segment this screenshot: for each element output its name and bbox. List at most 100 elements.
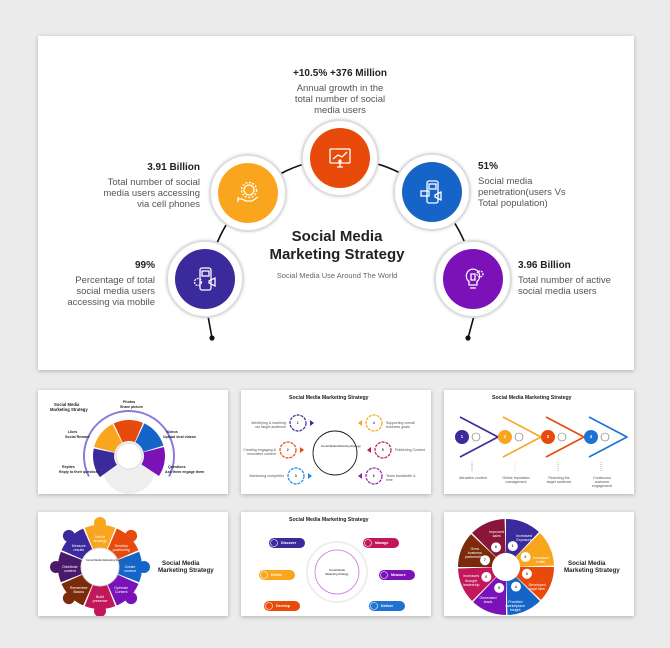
outer-ring — [306, 541, 368, 603]
number-label: 3 — [294, 473, 297, 478]
item-subheading: Ask them engage them — [165, 470, 205, 474]
item-heading: Videos — [166, 430, 178, 434]
thumbnail-title: Social Media — [54, 402, 80, 407]
number-label: 4 — [589, 433, 593, 439]
center-circle — [80, 547, 120, 587]
stat-desc-line: accessing via mobile — [67, 297, 155, 308]
petal-tab — [62, 529, 75, 542]
segment-label: Increased thought leadership — [462, 574, 480, 587]
segment-label: Generated leads — [479, 596, 497, 605]
pill-button — [269, 538, 305, 548]
petal-label: Remember Basics — [69, 586, 88, 595]
item-icon — [471, 432, 481, 442]
thumbnail-title: Social Media Marketing Strategy — [492, 395, 572, 401]
stat-desc-line: Annual growth in the — [296, 83, 384, 94]
stat-active-users: 3.96 Billion Total number of active soci… — [518, 260, 633, 297]
hand-gear-icon — [218, 163, 278, 223]
stat-circle-cell-phones — [209, 154, 287, 232]
pill-button — [369, 601, 405, 611]
stat-penetration: 51% Social media penetration(users Vs To… — [478, 161, 618, 209]
number-label: 3 — [546, 433, 550, 439]
number-circle — [520, 552, 531, 563]
main-slide-preview[interactable]: Social Media Marketing Strategy Social M… — [38, 36, 634, 370]
number-label: 6 — [372, 473, 375, 478]
arc-end-dot — [465, 335, 471, 341]
number-circle — [491, 542, 502, 553]
petal-label: Build presence — [92, 595, 108, 604]
stat-desc-line: social media users — [76, 286, 155, 297]
center-label: Social Media Marketing Strategy — [86, 559, 126, 562]
stat-desc-line: Social media — [478, 176, 533, 187]
thumbnail-title: Social Media Marketing Strategy — [289, 517, 369, 523]
number-circle — [455, 430, 469, 444]
segment — [94, 424, 123, 453]
segment-label: Increased Exposure — [516, 533, 532, 543]
arrow-icon — [358, 420, 362, 426]
arrow-icon — [358, 473, 362, 479]
item-icon — [514, 432, 524, 442]
number-label: 7 — [483, 558, 486, 563]
item-label: Attractive content — [459, 476, 487, 480]
number-label: 1 — [296, 420, 299, 425]
number-circle — [374, 441, 392, 459]
pill-button — [259, 570, 295, 580]
stat-desc-line: media users — [314, 105, 366, 116]
number-circle — [507, 541, 518, 552]
item-icon — [600, 432, 610, 442]
pill-icon — [265, 602, 273, 610]
number-label: 1 — [511, 544, 514, 549]
stat-value: +10.5% +376 Million — [293, 68, 387, 79]
pill-label: Develop — [276, 604, 290, 608]
pill-icon — [370, 602, 378, 610]
pill-icon — [260, 571, 268, 579]
stat-cell-phones: 3.91 Billion Total number of social medi… — [78, 162, 200, 210]
item-heading: Questions — [168, 465, 186, 469]
title-line: Marketing Strategy — [269, 246, 405, 263]
number-label: 4 — [514, 584, 517, 589]
segment-label: Improved sales — [489, 530, 505, 539]
petal-tab — [50, 561, 62, 573]
number-circle — [365, 467, 383, 485]
lightbulb-icon — [443, 249, 503, 309]
petal-label: Distribute content — [62, 565, 78, 574]
petal-label: Measure results — [71, 543, 86, 552]
pill-label: Deliver — [381, 604, 393, 608]
thumbnail-graphic — [458, 519, 554, 615]
number-circle — [584, 430, 598, 444]
petal-tab — [94, 605, 106, 616]
number-label: 5 — [381, 447, 384, 452]
thumbnail-title: Marketing Strategy — [564, 567, 620, 574]
item-label: Publishing Content — [395, 448, 426, 452]
petal — [84, 525, 116, 567]
stat-desc-line: social media users — [518, 286, 597, 297]
segment-label: Provided marketplace insight — [505, 599, 526, 613]
stat-desc-line: Total number of active — [518, 275, 611, 286]
arc-end-dot — [209, 335, 215, 341]
stat-circle-annual-growth — [301, 119, 379, 197]
item-label: Monitoring competitor — [249, 474, 284, 478]
number-label: 8 — [494, 545, 497, 550]
item-subheading: Share picture — [120, 405, 143, 409]
pill-label: Define — [271, 573, 282, 577]
item-heading: Photos — [123, 400, 136, 404]
pill-icon — [364, 539, 372, 547]
pill-icon — [270, 539, 278, 547]
stat-value: 51% — [478, 161, 499, 172]
item-icon — [557, 432, 567, 442]
item-heading: Likes — [68, 430, 78, 434]
petal — [100, 551, 142, 583]
stat-desc-line: via cell phones — [137, 199, 200, 210]
triangle-outline — [588, 416, 628, 458]
segment — [113, 420, 144, 443]
item-subheading: Social Reward — [65, 435, 90, 439]
item-label: Supporting overall business goals — [386, 421, 415, 430]
petal-tab — [125, 592, 138, 605]
pill-icon — [380, 571, 388, 579]
number-circle — [365, 414, 383, 432]
